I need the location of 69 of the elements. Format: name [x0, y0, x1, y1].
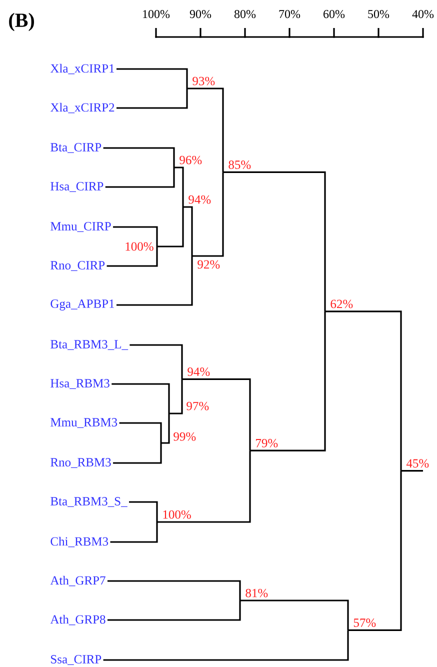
tree-branch — [183, 206, 193, 256]
support-value: 94% — [188, 195, 211, 204]
support-value: 100% — [126, 242, 154, 251]
taxon-label: Xla_xCIRP2 — [50, 102, 114, 114]
tree-branch — [116, 88, 188, 109]
tree-branch — [107, 600, 241, 621]
support-value: 45% — [406, 459, 429, 468]
taxon-label: Hsa_CIRP — [50, 182, 104, 192]
support-value: 57% — [354, 618, 376, 628]
tree-branch — [103, 630, 349, 661]
taxon-label: Ssa_CIRP — [51, 655, 102, 665]
tree-branch — [113, 443, 162, 464]
tree-branch — [107, 580, 241, 600]
tree-branch — [348, 470, 402, 631]
tree-branch — [169, 379, 183, 414]
taxon-label: Ath_GRP7 — [50, 576, 106, 586]
axis-tick-label: 40% — [412, 10, 434, 18]
tree-branch — [157, 207, 184, 248]
tree-branch — [325, 310, 402, 471]
taxon-label: Ath_GRP8 — [50, 614, 106, 626]
tree-branch — [250, 311, 326, 452]
tree-branch — [119, 422, 162, 443]
tree-branch — [103, 147, 175, 168]
support-value: 93% — [192, 76, 215, 86]
tree-branch — [161, 414, 170, 444]
taxon-label: Bta_CIRP — [50, 143, 102, 153]
axis-tick-label: 50% — [368, 10, 390, 18]
axis-tick-label: 70% — [279, 10, 300, 18]
tree-branch — [116, 68, 188, 88]
taxon-label: Hsa_RBM3 — [50, 379, 110, 389]
taxon-label: Gga_APBP1 — [50, 300, 114, 310]
support-value: 99% — [174, 432, 196, 441]
axis-tick-label: 80% — [234, 10, 256, 18]
taxon-label: Xla_xCIRP1 — [50, 64, 114, 74]
tree-branch — [116, 256, 193, 306]
panel-label: (B) — [9, 12, 34, 32]
tree-branch — [113, 226, 158, 246]
tree-branch — [174, 166, 184, 207]
support-value: 85% — [228, 160, 251, 169]
axis-tick-label: 100% — [143, 10, 170, 18]
tree-branch — [130, 344, 183, 380]
taxon-label: Chi_RBM3 — [50, 536, 108, 548]
axis-tick-label: 90% — [190, 10, 212, 18]
tree-branch — [240, 600, 349, 630]
tree-branch — [192, 172, 224, 257]
taxon-label: Bta_RBM3_L_ — [50, 340, 128, 350]
tree-branch — [182, 378, 251, 451]
tree-branch — [105, 168, 175, 188]
support-value: 96% — [180, 156, 202, 164]
tree-branch — [157, 450, 251, 523]
support-value: 100% — [163, 510, 191, 519]
taxon-label: Rno_RBM3 — [50, 458, 111, 468]
tree-branch — [110, 522, 158, 543]
taxon-label: Bta_RBM3_S_ — [50, 497, 128, 507]
taxon-label: Rno_CIRP — [50, 261, 105, 271]
tree-branch — [129, 501, 158, 522]
tree-branch — [187, 88, 224, 172]
taxon-label: Mmu_RBM3 — [50, 418, 118, 428]
support-value: 94% — [188, 368, 210, 376]
tree-branch — [112, 383, 170, 414]
tree-branch — [223, 171, 326, 312]
tree-branch — [106, 246, 158, 267]
support-value: 97% — [186, 402, 209, 410]
support-value: 79% — [256, 438, 278, 448]
support-value: 92% — [198, 260, 220, 269]
support-value: 62% — [330, 300, 353, 308]
taxon-label: Mmu_CIRP — [50, 222, 111, 232]
support-value: 81% — [246, 588, 268, 598]
axis-tick-label: 60% — [324, 10, 345, 18]
